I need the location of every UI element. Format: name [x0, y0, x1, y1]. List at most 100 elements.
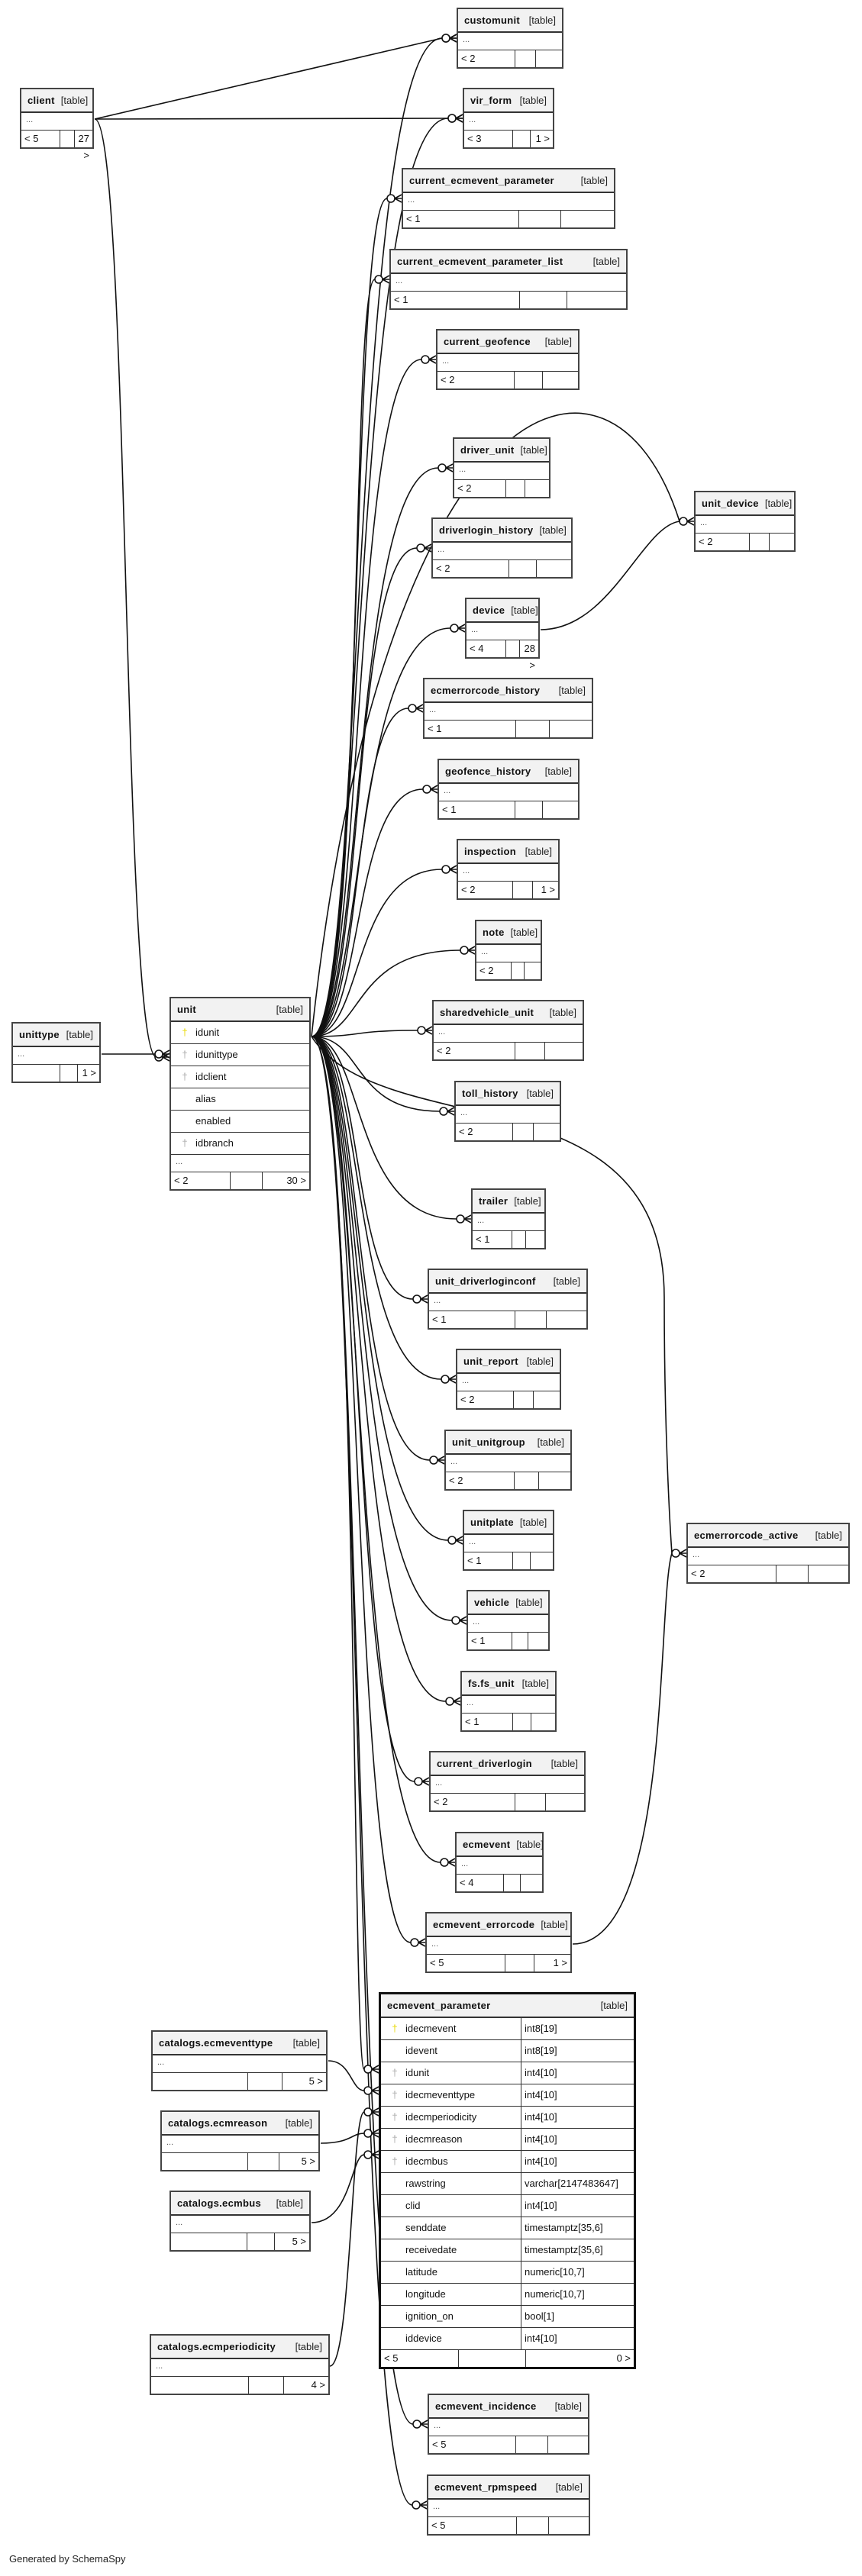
- table-current_ecmevent_parameter_list[interactable]: current_ecmevent_parameter_list[table]..…: [389, 249, 628, 310]
- column-row[interactable]: †enabled: [171, 1111, 309, 1133]
- parents-count[interactable]: [151, 2377, 249, 2394]
- children-count[interactable]: [521, 1875, 542, 1891]
- parents-count[interactable]: < 2: [688, 1565, 776, 1582]
- table-unit_device[interactable]: unit_device[table]...< 2: [694, 491, 796, 552]
- table-ecmerrorcode_history[interactable]: ecmerrorcode_history[table]...< 1: [423, 678, 593, 739]
- parents-count[interactable]: < 2: [437, 372, 515, 388]
- table-unit_driverloginconf[interactable]: unit_driverloginconf[table]...< 1: [428, 1269, 588, 1330]
- children-count[interactable]: [561, 211, 614, 227]
- parents-count[interactable]: < 5: [428, 2517, 517, 2534]
- table-fs_fs_unit[interactable]: fs.fs_unit[table]...< 1: [460, 1671, 557, 1732]
- children-count[interactable]: [543, 372, 578, 388]
- parents-count[interactable]: < 3: [464, 131, 513, 147]
- parents-count[interactable]: < 2: [434, 1043, 516, 1059]
- children-count[interactable]: [548, 2436, 588, 2453]
- children-count[interactable]: [770, 534, 794, 550]
- children-count[interactable]: 1 >: [553, 1957, 567, 1968]
- children-count[interactable]: [525, 480, 549, 497]
- table-current_driverlogin[interactable]: current_driverlogin[table]...< 2: [429, 1751, 586, 1812]
- parents-count[interactable]: < 4: [467, 640, 506, 657]
- parents-count[interactable]: < 1: [464, 1552, 513, 1569]
- parents-count[interactable]: < 2: [454, 480, 507, 497]
- children-count[interactable]: [549, 2517, 589, 2534]
- children-count[interactable]: [526, 1231, 544, 1248]
- table-unit_unitgroup[interactable]: unit_unitgroup[table]...< 2: [444, 1430, 572, 1491]
- children-count[interactable]: 28 >: [524, 643, 535, 671]
- table-catalogs_ecmeventtype[interactable]: catalogs.ecmeventtype[table]...5 >: [151, 2030, 328, 2091]
- table-current_ecmevent_parameter[interactable]: current_ecmevent_parameter[table]...< 1: [402, 168, 615, 229]
- children-count[interactable]: [543, 801, 578, 818]
- parents-count[interactable]: < 2: [476, 962, 512, 979]
- table-ecmerrorcode_active[interactable]: ecmerrorcode_active[table]...< 2: [686, 1523, 850, 1584]
- children-count[interactable]: [531, 1552, 553, 1569]
- children-count[interactable]: 30 >: [286, 1175, 306, 1186]
- children-count[interactable]: [809, 1565, 849, 1582]
- children-count[interactable]: [536, 50, 562, 67]
- table-driver_unit[interactable]: driver_unit[table]...< 2: [453, 437, 550, 498]
- table-customunit[interactable]: customunit[table]...< 2: [457, 8, 563, 69]
- children-count[interactable]: 27 >: [78, 133, 89, 161]
- children-count[interactable]: [528, 1633, 548, 1649]
- table-note[interactable]: note[table]...< 2: [475, 920, 542, 981]
- children-count[interactable]: [531, 1714, 555, 1730]
- parents-count[interactable]: < 1: [429, 1311, 516, 1328]
- table-ecmevent_incidence[interactable]: ecmevent_incidence[table]...< 5: [428, 2394, 589, 2455]
- children-count[interactable]: 5 >: [308, 2075, 323, 2087]
- parents-count[interactable]: [162, 2153, 248, 2170]
- children-count[interactable]: [545, 1043, 583, 1059]
- parents-count[interactable]: [171, 2233, 247, 2250]
- column-row[interactable]: †idunittype: [171, 1044, 309, 1066]
- parents-count[interactable]: < 2: [433, 560, 509, 577]
- children-count[interactable]: [534, 1391, 560, 1408]
- table-catalogs_ecmbus[interactable]: catalogs.ecmbus[table]...5 >: [169, 2191, 311, 2252]
- parents-count[interactable]: < 2: [696, 534, 750, 550]
- parents-count[interactable]: < 2: [171, 1172, 231, 1189]
- column-row[interactable]: †idbranch: [171, 1133, 309, 1155]
- parents-count[interactable]: < 5: [429, 2436, 517, 2453]
- children-count[interactable]: 1 >: [82, 1067, 96, 1078]
- parents-count[interactable]: < 1: [462, 1714, 514, 1730]
- parents-count[interactable]: [13, 1065, 61, 1082]
- children-count[interactable]: [534, 1124, 560, 1140]
- parents-count[interactable]: < 1: [468, 1633, 512, 1649]
- table-ecmevent_rpmspeed[interactable]: ecmevent_rpmspeed[table]...< 5: [427, 2474, 590, 2536]
- table-catalogs_ecmreason[interactable]: catalogs.ecmreason[table]...5 >: [160, 2110, 320, 2171]
- table-trailer[interactable]: trailer[table]...< 1: [471, 1188, 546, 1249]
- parents-count[interactable]: < 2: [456, 1124, 513, 1140]
- parents-count[interactable]: < 1: [425, 721, 517, 737]
- table-geofence_history[interactable]: geofence_history[table]...< 1: [437, 759, 580, 820]
- parents-count[interactable]: < 2: [457, 1391, 514, 1408]
- table-unit[interactable]: unit[table] †idunit†idunittype†idclient†…: [169, 997, 311, 1191]
- column-row[interactable]: †idunit: [171, 1022, 309, 1044]
- parents-count[interactable]: < 5: [21, 131, 61, 147]
- children-count[interactable]: 5 >: [292, 2236, 306, 2247]
- column-row[interactable]: †idclient: [171, 1066, 309, 1088]
- children-count[interactable]: [567, 292, 626, 308]
- parents-count[interactable]: < 1: [439, 801, 516, 818]
- parents-count[interactable]: < 2: [458, 882, 514, 898]
- column-row[interactable]: †alias: [171, 1088, 309, 1111]
- parents-count[interactable]: < 1: [391, 292, 521, 308]
- parents-count[interactable]: < 2: [431, 1794, 515, 1810]
- table-toll_history[interactable]: toll_history[table]...< 2: [454, 1081, 561, 1142]
- parents-count[interactable]: < 1: [473, 1231, 512, 1248]
- table-ecmevent[interactable]: ecmevent[table]...< 4: [455, 1832, 544, 1893]
